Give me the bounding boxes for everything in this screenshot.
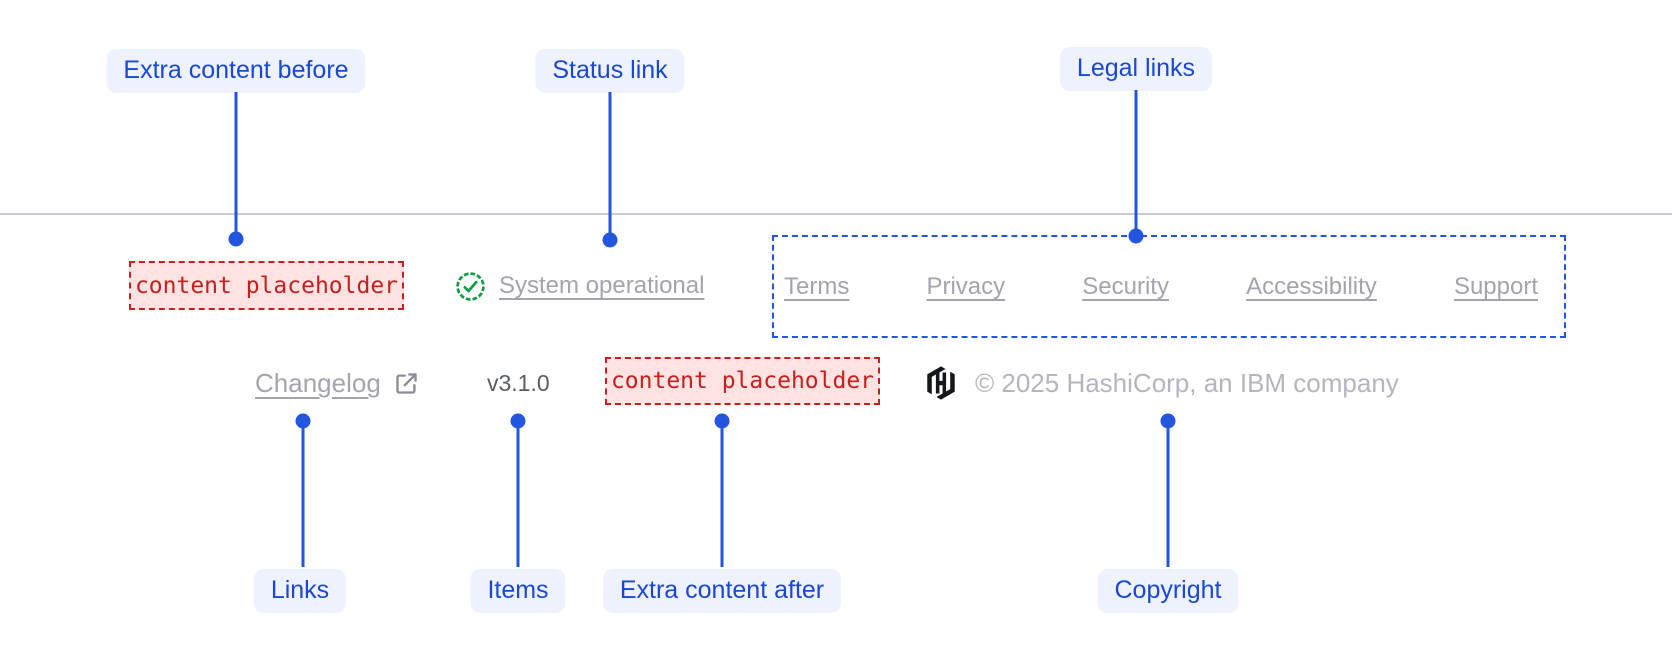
connector-line bbox=[720, 428, 724, 567]
callout-items: Items bbox=[470, 569, 566, 613]
connector-line bbox=[234, 92, 238, 233]
hashicorp-logo-icon bbox=[924, 366, 958, 400]
footer-top-divider bbox=[0, 213, 1672, 215]
connector-line bbox=[301, 428, 305, 567]
copyright-group: © 2025 HashiCorp, an IBM company bbox=[924, 357, 1399, 409]
callout-links: Links bbox=[253, 569, 347, 613]
changelog-link-label[interactable]: Changelog bbox=[255, 367, 381, 398]
callout-extra-content-before: Extra content before bbox=[106, 49, 366, 93]
status-link[interactable]: System operational bbox=[455, 262, 704, 310]
connector-line bbox=[608, 92, 612, 233]
callout-copyright: Copyright bbox=[1097, 569, 1239, 613]
connector-dot bbox=[1160, 413, 1176, 429]
legal-link-security[interactable]: Security bbox=[1082, 272, 1169, 300]
copyright-text: © 2025 HashiCorp, an IBM company bbox=[975, 367, 1399, 398]
connector-dot bbox=[228, 231, 244, 247]
connector-dot bbox=[295, 413, 311, 429]
callout-status-link: Status link bbox=[535, 49, 685, 93]
extra-content-before-placeholder: content placeholder bbox=[129, 261, 404, 310]
connector-line bbox=[1134, 90, 1138, 231]
check-circle-icon bbox=[455, 271, 486, 302]
connector-dot bbox=[510, 413, 526, 429]
legal-link-terms[interactable]: Terms bbox=[784, 272, 850, 300]
external-link-icon bbox=[393, 370, 420, 397]
legal-links-group: Terms Privacy Security Accessibility Sup… bbox=[772, 235, 1566, 338]
changelog-link[interactable]: Changelog bbox=[255, 357, 420, 409]
connector-dot bbox=[714, 413, 730, 429]
extra-content-after-placeholder: content placeholder bbox=[605, 357, 880, 405]
legal-link-accessibility[interactable]: Accessibility bbox=[1246, 272, 1377, 300]
version-label: v3.1.0 bbox=[487, 369, 550, 396]
callout-extra-content-after: Extra content after bbox=[602, 569, 842, 613]
callout-legal-links: Legal links bbox=[1059, 47, 1213, 91]
connector-line bbox=[516, 428, 520, 567]
status-link-label[interactable]: System operational bbox=[499, 272, 705, 299]
connector-dot bbox=[602, 232, 618, 248]
legal-link-support[interactable]: Support bbox=[1453, 272, 1538, 300]
connector-line bbox=[1166, 428, 1170, 567]
legal-link-privacy[interactable]: Privacy bbox=[926, 272, 1006, 300]
